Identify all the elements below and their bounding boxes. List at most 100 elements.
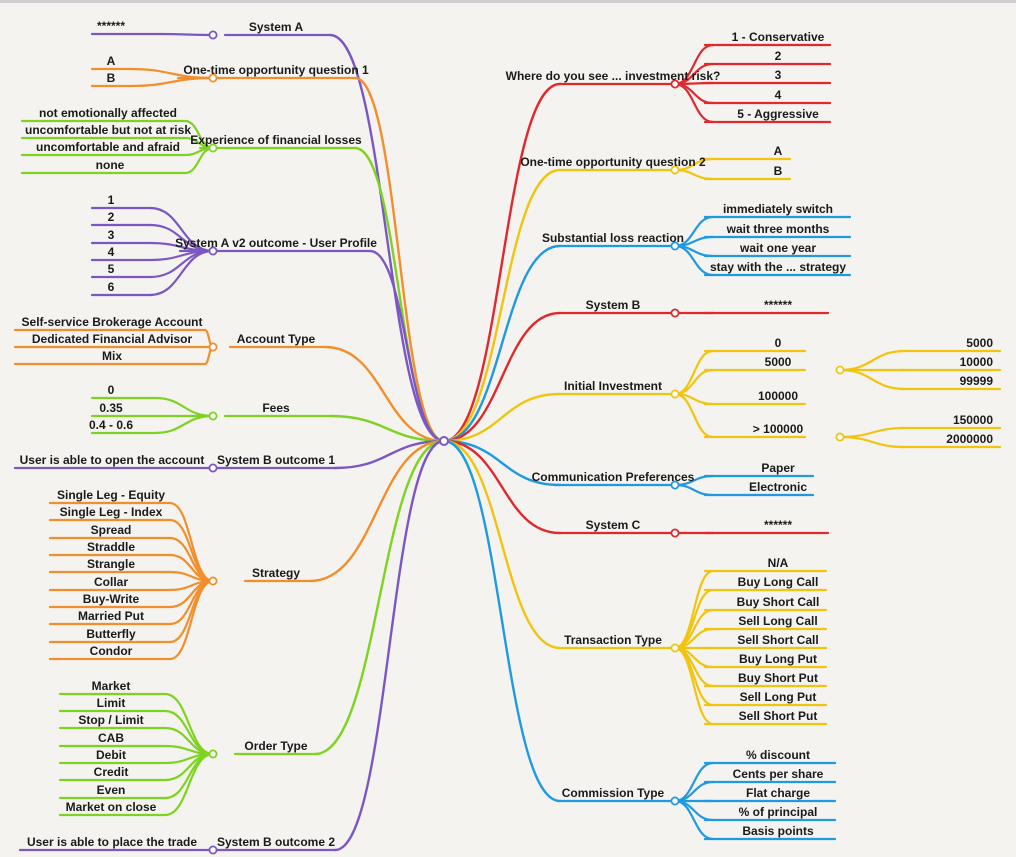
leaf-strategy-buy-write: Buy-Write: [83, 592, 140, 606]
leaf-transaction-type-buy-long-put: Buy Long Put: [739, 652, 817, 666]
leaf-initial-investment-100000: > 100000: [753, 422, 804, 436]
branch-label-communication-preferences: Communication Preferences: [532, 470, 695, 484]
leaf-commission-type-basis-points: Basis points: [742, 824, 814, 838]
leaf-account-type-dedicated-financial-advisor: Dedicated Financial Advisor: [32, 332, 193, 346]
leaf-connector-initial-investment-0: [673, 349, 715, 396]
leaf-system-b-item: ******: [764, 298, 792, 312]
subleaf-connector-initial-investment-0-2: [838, 368, 907, 391]
leaf-transaction-type-sell-short-call: Sell Short Call: [737, 633, 818, 647]
node-system-b[interactable]: [670, 308, 680, 318]
node-strategy[interactable]: [208, 576, 218, 586]
leaf-connector-commission-type-1: [673, 780, 715, 803]
connector-one-time-opportunity-question-1: [353, 76, 446, 443]
node-system-c[interactable]: [670, 528, 680, 538]
subnode-initial-investment-5000[interactable]: [835, 365, 845, 375]
connector-system-c: [442, 439, 562, 535]
branch-label-one-time-opportunity-question-2: One-time opportunity question 2: [520, 155, 706, 169]
branch-label-system-a-v2-outcome-user-profile: System A v2 outcome - User Profile: [175, 236, 377, 250]
leaf-connector-system-a-0: [158, 32, 215, 37]
node-system-b-outcome-1[interactable]: [208, 463, 218, 473]
leaf-where-do-you-see-investment-risk-1-conservative: 1 - Conservative: [732, 30, 825, 44]
leaf-initial-investment-0: 0: [775, 336, 782, 350]
leaf-account-type-mix: Mix: [102, 349, 122, 363]
leaf-strategy-single-leg-equity: Single Leg - Equity: [57, 488, 165, 502]
leaf-one-time-opportunity-question-1-a: A: [107, 54, 116, 68]
leaf-transaction-type-buy-long-call: Buy Long Call: [738, 575, 819, 589]
leaf-strategy-condor: Condor: [90, 644, 133, 658]
connector-commission-type: [442, 439, 562, 803]
node-system-a[interactable]: [208, 30, 218, 40]
leaf-connector-fees-0: [153, 396, 215, 418]
leaf-connector-order-type-1: [163, 709, 215, 756]
leaf-connector-one-time-opportunity-question-1-1: [128, 76, 215, 88]
subleaf-initial-investment-150000: 150000: [953, 413, 993, 427]
leaf-commission-type-cents-per-share: Cents per share: [733, 767, 824, 781]
leaf-communication-preferences-electronic: Electronic: [749, 480, 807, 494]
node-substantial-loss-reaction[interactable]: [670, 241, 680, 251]
leaf-strategy-butterfly: Butterfly: [86, 627, 136, 641]
node-communication-preferences[interactable]: [670, 480, 680, 490]
leaf-one-time-opportunity-question-2-a: A: [774, 144, 783, 158]
leaf-account-type-self-service-brokerage-account: Self-service Brokerage Account: [22, 315, 203, 329]
node-order-type[interactable]: [208, 749, 218, 759]
leaf-order-type-debit: Debit: [96, 748, 126, 762]
leaf-strategy-strangle: Strangle: [87, 557, 135, 571]
branch-label-commission-type: Commission Type: [562, 786, 665, 800]
leaf-connector-commission-type-3: [673, 799, 715, 822]
leaf-where-do-you-see-investment-risk-3: 3: [775, 68, 782, 82]
node-experience-of-financial-losses[interactable]: [208, 143, 218, 153]
leaf-system-a-v2-outcome-user-profile-3: 3: [108, 228, 115, 242]
leaf-connector-order-type-6: [163, 752, 215, 800]
leaf-transaction-type-buy-short-call: Buy Short Call: [737, 595, 820, 609]
leaf-order-type-even: Even: [97, 783, 126, 797]
node-transaction-type[interactable]: [670, 643, 680, 653]
node-where-do-you-see-investment-risk[interactable]: [670, 79, 680, 89]
leaf-system-a-v2-outcome-user-profile-4: 4: [108, 245, 115, 259]
subleaf-connector-initial-investment-1-0: [838, 426, 907, 439]
leaf-transaction-type-sell-long-put: Sell Long Put: [740, 690, 817, 704]
connector-where-do-you-see-investment-risk: [442, 82, 562, 443]
node-one-time-opportunity-question-1[interactable]: [208, 73, 218, 83]
leaf-substantial-loss-reaction-stay-with-the-strategy: stay with the ... strategy: [710, 260, 846, 274]
subnode-initial-investment-100000[interactable]: [835, 432, 845, 442]
node-system-a-v2-outcome-user-profile[interactable]: [208, 246, 218, 256]
leaf-system-a-v2-outcome-user-profile-5: 5: [108, 262, 115, 276]
top-border: [0, 0, 1016, 3]
leaf-transaction-type-n-a: N/A: [768, 556, 789, 570]
subleaf-initial-investment-10000: 10000: [960, 355, 994, 369]
node-account-type[interactable]: [208, 342, 218, 352]
leaf-connector-communication-preferences-1: [673, 483, 715, 497]
leaf-experience-of-financial-losses-uncomfortable-but-not-at-risk: uncomfortable but not at risk: [25, 123, 191, 137]
leaf-one-time-opportunity-question-1-b: B: [107, 71, 116, 85]
branch-label-system-b: System B: [586, 298, 641, 312]
center-node[interactable]: [439, 436, 449, 446]
leaf-transaction-type-buy-short-put: Buy Short Put: [738, 671, 818, 685]
connector-strategy: [308, 439, 446, 583]
connector-fees: [328, 414, 446, 443]
leaf-experience-of-financial-losses-not-emotionally-affected: not emotionally affected: [39, 106, 177, 120]
branch-label-strategy: Strategy: [252, 566, 300, 580]
leaf-order-type-limit: Limit: [97, 696, 126, 710]
leaf-system-a-v2-outcome-user-profile-6: 6: [108, 280, 115, 294]
leaf-initial-investment-5000: 5000: [765, 355, 792, 369]
connector-order-type: [313, 439, 446, 756]
connector-layer: [13, 32, 1002, 852]
leaf-connector-transaction-type-8: [673, 646, 715, 726]
branch-label-account-type: Account Type: [237, 332, 316, 346]
node-fees[interactable]: [208, 411, 218, 421]
subleaf-connector-initial-investment-0-0: [838, 349, 907, 372]
node-initial-investment[interactable]: [670, 389, 680, 399]
connector-system-b: [442, 311, 562, 443]
leaf-connector-system-a-v2-outcome-user-profile-5: [148, 249, 215, 297]
leaf-where-do-you-see-investment-risk-2: 2: [775, 49, 782, 63]
leaf-order-type-market: Market: [92, 679, 131, 693]
connector-experience-of-financial-losses: [353, 146, 446, 443]
branch-label-fees: Fees: [262, 401, 290, 415]
node-system-b-outcome-2[interactable]: [208, 845, 218, 855]
leaf-connector-strategy-4: [168, 570, 215, 583]
leaf-system-a-item: ******: [97, 19, 125, 33]
node-commission-type[interactable]: [670, 796, 680, 806]
connector-account-type: [323, 345, 446, 443]
node-one-time-opportunity-question-2[interactable]: [670, 165, 680, 175]
